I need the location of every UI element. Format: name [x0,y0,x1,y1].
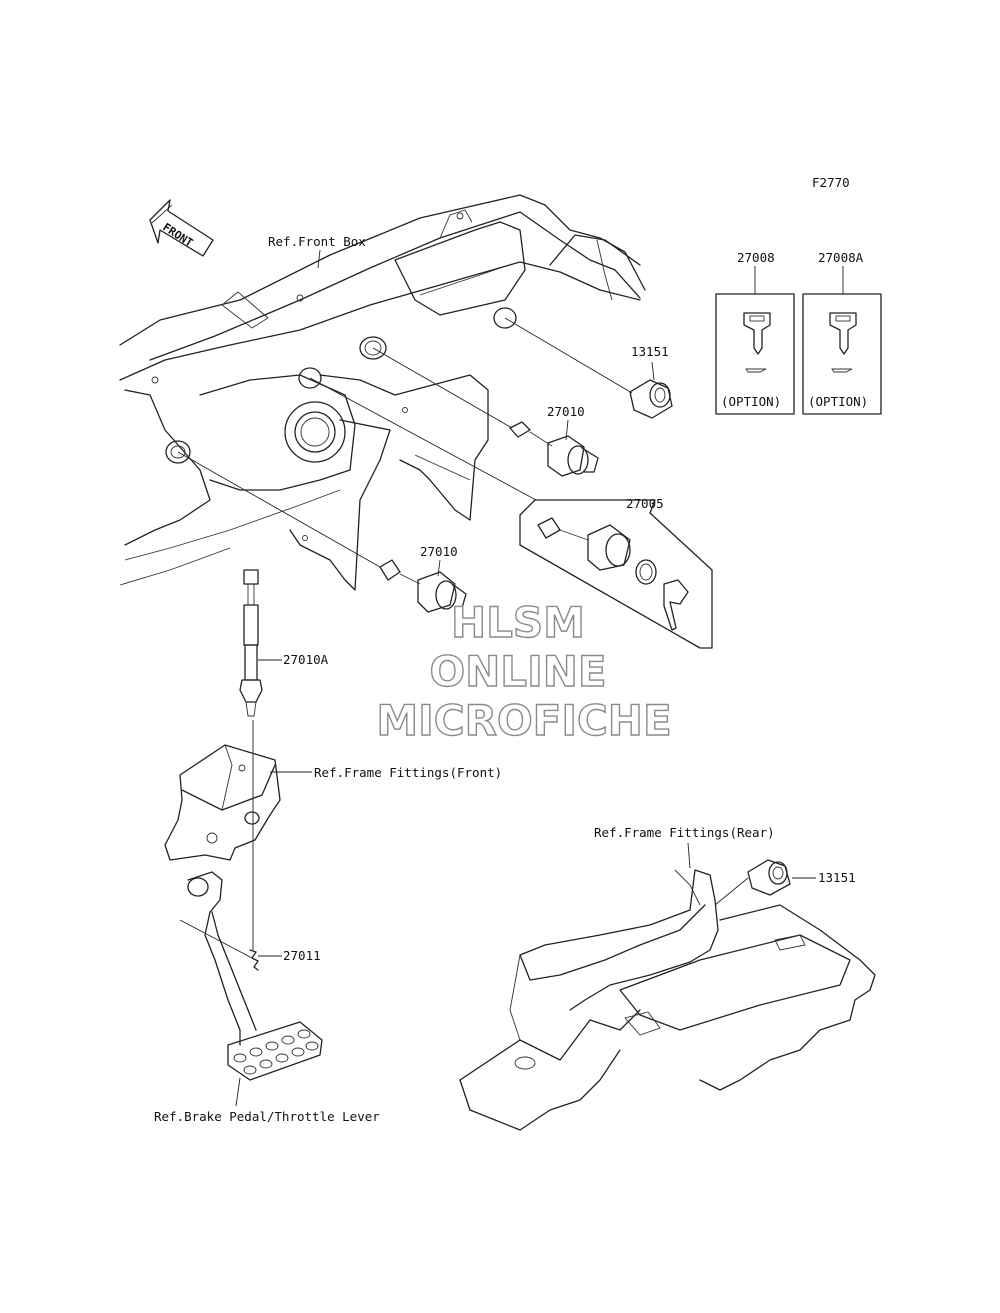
part-13151-rear-label: 13151 [818,870,856,885]
spring-icon [249,949,259,971]
part-13151-top-label: 13151 [631,344,669,359]
ignition-switch-set [519,499,713,649]
rear-frame-drawing [459,869,876,1131]
watermark-line-3: MICROFICHE [376,696,671,745]
figure-code: F2770 [812,175,850,190]
ref-frame-front-label: Ref.Frame Fittings(Front) [314,765,502,780]
frame-bracket-drawing [164,744,281,861]
power-socket-icon [747,859,791,896]
watermark-line-1: HLSM [451,598,585,647]
power-socket-icon [629,379,673,419]
switch-connector-icon [509,421,599,477]
watermark-line-2: ONLINE [429,647,606,696]
front-arrow-icon: FRONT [149,199,214,257]
part-27008A-label: 27008A [818,250,864,265]
switch-connector-icon [379,559,467,613]
key-icon [743,312,771,373]
brake-switch-icon [239,569,263,717]
part-27011-label: 27011 [283,948,321,963]
key-icon [829,312,857,373]
part-27010-upper-label: 27010 [547,404,585,419]
option-label-1: (OPTION) [721,394,781,409]
front-box-drawing [119,194,646,591]
option-label-2: (OPTION) [808,394,868,409]
brake-pedal-drawing [179,871,323,1081]
key-option-boxes [715,266,882,415]
part-27010-lower-label: 27010 [420,544,458,559]
part-27008-label: 27008 [737,250,775,265]
part-27010A-label: 27010A [283,652,329,667]
ref-frame-rear-label: Ref.Frame Fittings(Rear) [594,825,775,840]
ref-brake-pedal-label: Ref.Brake Pedal/Throttle Lever [154,1109,380,1124]
part-27005-label: 27005 [626,496,664,511]
ref-front-box-label: Ref.Front Box [268,234,366,249]
